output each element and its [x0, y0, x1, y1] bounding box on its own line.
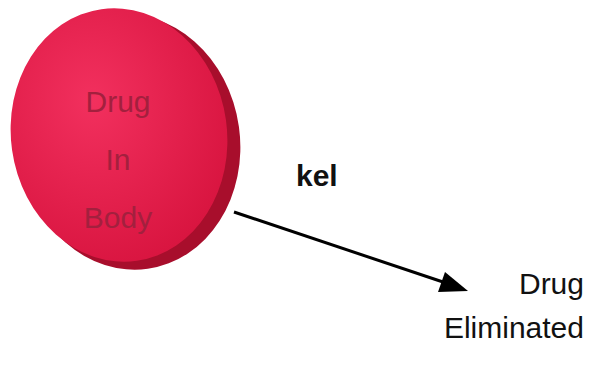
- drug-disc: Drug In Body: [78, 73, 158, 247]
- rate-constant: kel: [296, 158, 338, 194]
- node-text: Drug In Body: [78, 73, 158, 247]
- elimination-arrow: [234, 212, 446, 283]
- arrow-head: [438, 272, 468, 292]
- disc-face: [0, 0, 244, 276]
- outcome-text: Drug Eliminated: [409, 262, 584, 350]
